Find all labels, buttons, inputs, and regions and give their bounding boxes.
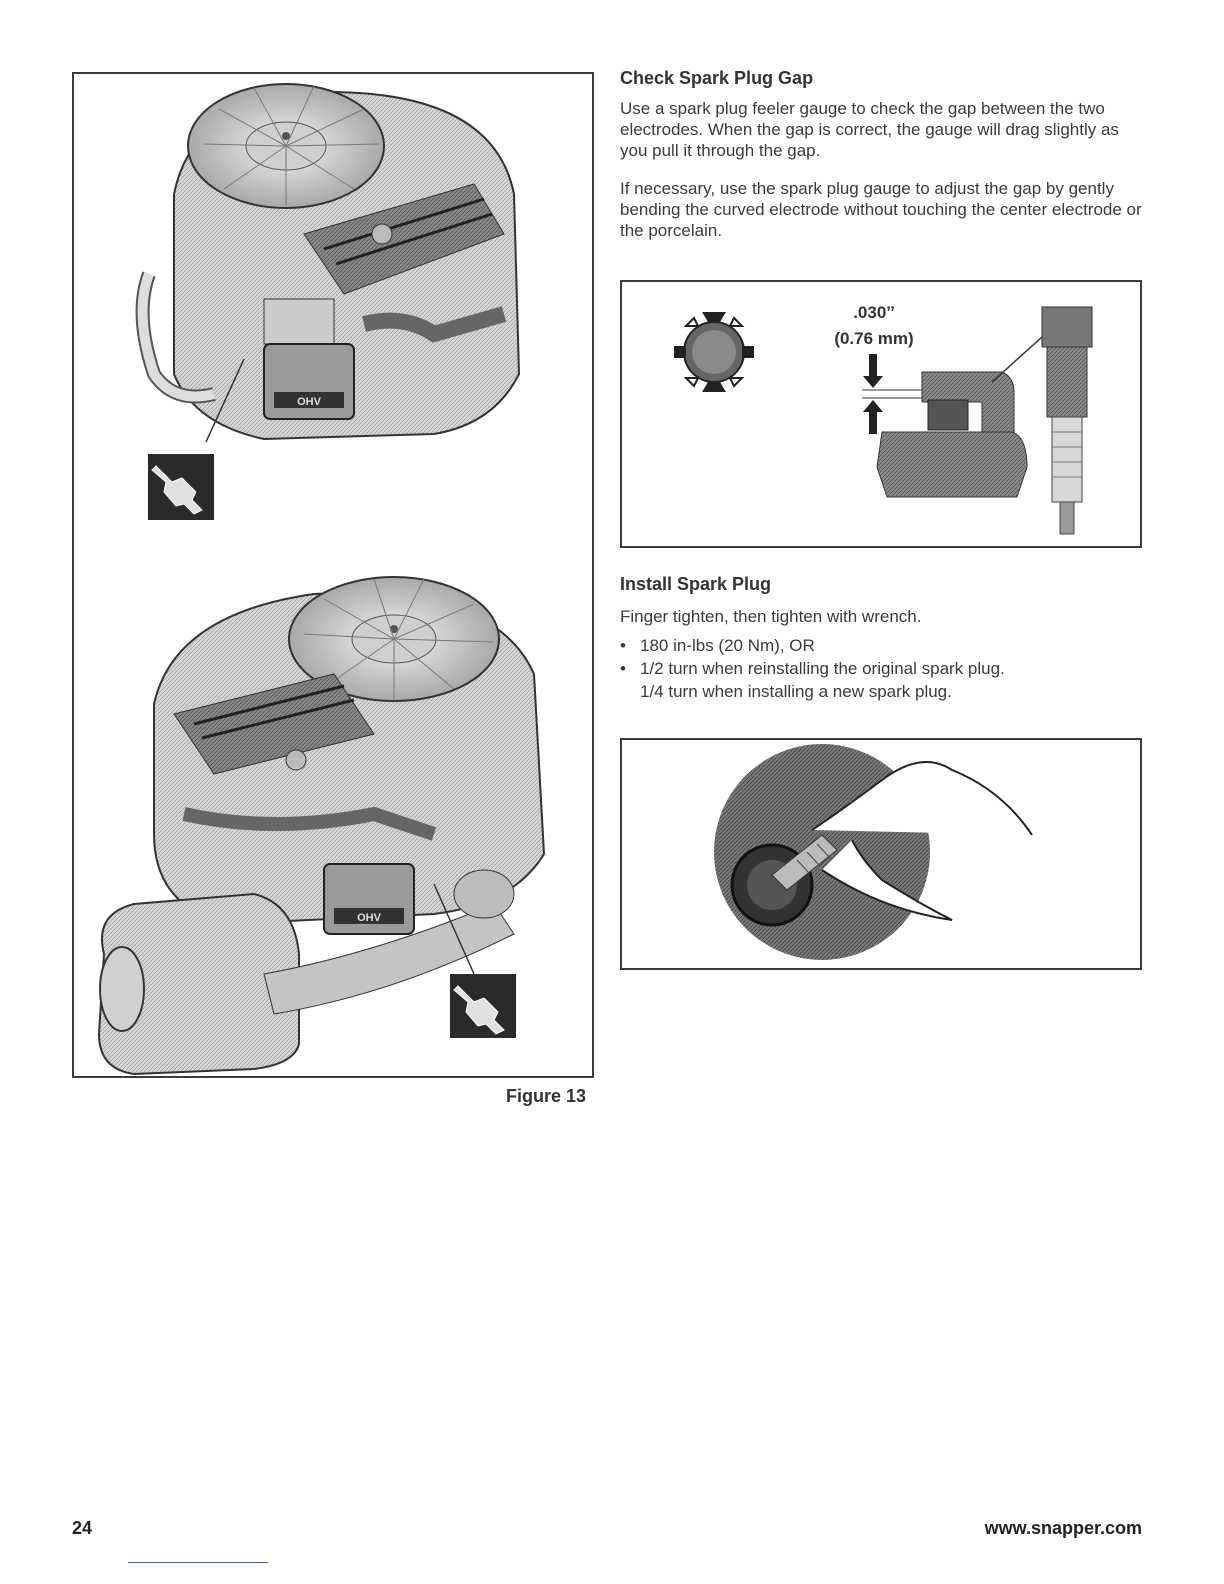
bullet-icon: •: [620, 659, 626, 678]
ohv-label-top: OHV: [297, 396, 322, 408]
bullet-2-line-1: 1/2 turn when reinstalling the original …: [640, 659, 1005, 678]
install-bullets: • 180 in-lbs (20 Nm), OR • 1/2 turn when…: [620, 634, 1145, 703]
install-heading: Install Spark Plug: [620, 574, 772, 594]
hand-icon: [811, 761, 1033, 921]
list-item: • 180 in-lbs (20 Nm), OR: [620, 634, 1145, 657]
gap-inches-label: .030ˮ: [853, 303, 895, 322]
gap-heading: Check Spark Plug Gap: [620, 68, 814, 88]
page-number: 24: [72, 1518, 93, 1538]
feeler-gauge-icon: [674, 312, 754, 392]
figure-13-frame: OHV: [72, 72, 594, 1078]
electrode-closeup: [876, 371, 1028, 498]
install-illustration-box: [620, 738, 1142, 970]
gap-paragraph-1: Use a spark plug feeler gauge to check t…: [620, 99, 1119, 160]
divider: [128, 1562, 268, 1563]
gap-diagram: .030ˮ (0.76 mm): [674, 303, 1093, 535]
figure-caption: Figure 13: [506, 1086, 587, 1106]
gap-mm-label: (0.76 mm): [834, 329, 913, 348]
hand-tightening-illustration: [714, 744, 1033, 960]
spark-plug-side-view: [991, 306, 1093, 535]
gap-paragraph-2: If necessary, use the spark plug gauge t…: [620, 179, 1142, 240]
engine-illustrations: OHV: [97, 83, 546, 1076]
engine-bottom-illustration: OHV: [97, 576, 546, 1076]
spark-plug-icon: [148, 454, 214, 520]
list-item: • 1/2 turn when reinstalling the origina…: [620, 657, 1145, 703]
gap-diagram-box: .030ˮ (0.76 mm): [620, 280, 1142, 548]
ohv-label-bottom: OHV: [357, 912, 382, 924]
engine-top-illustration: OHV: [135, 83, 521, 443]
spark-plug-threads: [771, 834, 838, 891]
bullet-2-line-2: 1/4 turn when installing a new spark plu…: [640, 682, 952, 701]
website-link[interactable]: www.snapper.com: [984, 1518, 1142, 1538]
gap-arrows: [862, 354, 942, 434]
bullet-2-text: 1/2 turn when reinstalling the original …: [640, 657, 1005, 703]
install-intro: Finger tighten, then tighten with wrench…: [620, 607, 922, 626]
bullet-icon: •: [620, 636, 626, 655]
bullet-1-text: 180 in-lbs (20 Nm), OR: [640, 636, 815, 655]
spark-plug-icon-bottom: [450, 974, 516, 1038]
